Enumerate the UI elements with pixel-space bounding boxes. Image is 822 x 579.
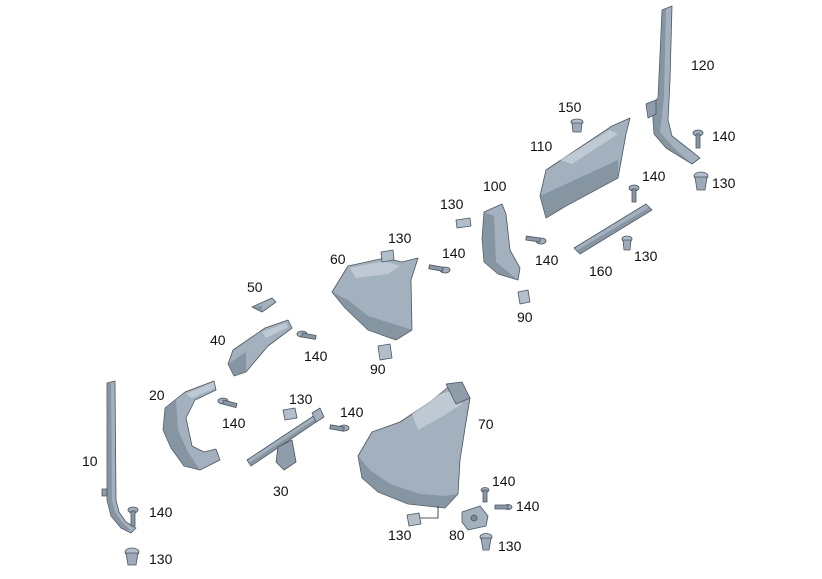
callout-140-part-100: 140	[535, 252, 559, 268]
callout-130-panel-60: 130	[388, 230, 412, 246]
fastener-140-e	[428, 264, 451, 274]
callout-50: 50	[247, 279, 263, 295]
callout-140-part-20: 140	[222, 415, 246, 431]
part-70-large-panel	[357, 381, 471, 509]
callout-120: 120	[691, 57, 715, 73]
fastener-140-h	[525, 235, 547, 245]
callout-70: 70	[478, 416, 494, 432]
callout-80: 80	[449, 527, 465, 543]
callout-140-part-60: 140	[442, 245, 466, 261]
clip-130-g	[693, 171, 709, 191]
callout-130-bottom-left: 130	[149, 551, 173, 567]
part-120-pillar	[645, 5, 701, 165]
leader-line-130	[415, 506, 439, 519]
callout-10: 10	[82, 453, 98, 469]
fastener-140-c	[329, 424, 350, 432]
part-10-pillar-trim	[101, 380, 137, 534]
callout-160: 160	[589, 263, 613, 279]
callout-140-part-80-right: 140	[516, 498, 540, 514]
clip-130-e	[479, 533, 493, 551]
callout-130-pillar-120: 130	[712, 175, 736, 191]
callout-130-panel-100: 130	[440, 196, 464, 212]
callout-20: 20	[149, 387, 165, 403]
callout-140-part-10: 140	[149, 504, 173, 520]
fastener-140-d	[296, 330, 317, 340]
callout-labels: 10 20 30 40 50 60 70 80 90 90 100 110 12…	[82, 57, 736, 567]
callout-130-rail: 130	[289, 391, 313, 407]
callout-140-part-40: 140	[304, 348, 328, 364]
clip-150	[570, 118, 584, 133]
part-110-panel	[539, 117, 631, 219]
fastener-140-f	[480, 487, 490, 503]
clip-130-b	[282, 407, 298, 421]
part-40-cover	[227, 319, 293, 377]
callout-140-part-120: 140	[712, 128, 736, 144]
clip-130-f	[455, 217, 472, 229]
callout-130-rail-160: 130	[634, 248, 658, 264]
callout-130-panel-70: 130	[388, 527, 412, 543]
part-80-bracket	[461, 505, 489, 531]
part-30-rail	[246, 407, 325, 471]
fastener-140-g	[494, 504, 513, 510]
callout-140-part-80-top: 140	[492, 473, 516, 489]
callout-130-bracket-80: 130	[498, 538, 522, 554]
fastener-140-j	[628, 184, 640, 203]
clip-90-a	[377, 343, 393, 361]
fastener-140-b	[217, 397, 238, 408]
part-50-clip	[251, 297, 277, 313]
part-100-panel	[481, 203, 521, 281]
callout-60: 60	[330, 251, 346, 267]
callout-140-part-160: 140	[642, 168, 666, 184]
callout-150: 150	[558, 99, 582, 115]
fastener-140-a	[127, 506, 139, 527]
callout-100: 100	[483, 178, 507, 194]
callout-90-lower: 90	[370, 361, 386, 377]
callout-140-part-30: 140	[340, 404, 364, 420]
clip-90-b	[517, 289, 531, 305]
callout-90-upper: 90	[517, 309, 533, 325]
part-160-rail	[573, 203, 653, 255]
callout-30: 30	[273, 483, 289, 499]
callout-40: 40	[210, 332, 226, 348]
part-60-panel	[331, 257, 419, 341]
clip-130-d	[406, 512, 422, 527]
clip-130-a	[124, 547, 140, 566]
callout-110: 110	[530, 138, 553, 154]
clip-130-h	[621, 235, 633, 251]
part-20-bracket-panel	[162, 380, 221, 471]
clip-130-c	[380, 249, 395, 263]
fastener-140-i	[692, 129, 704, 149]
